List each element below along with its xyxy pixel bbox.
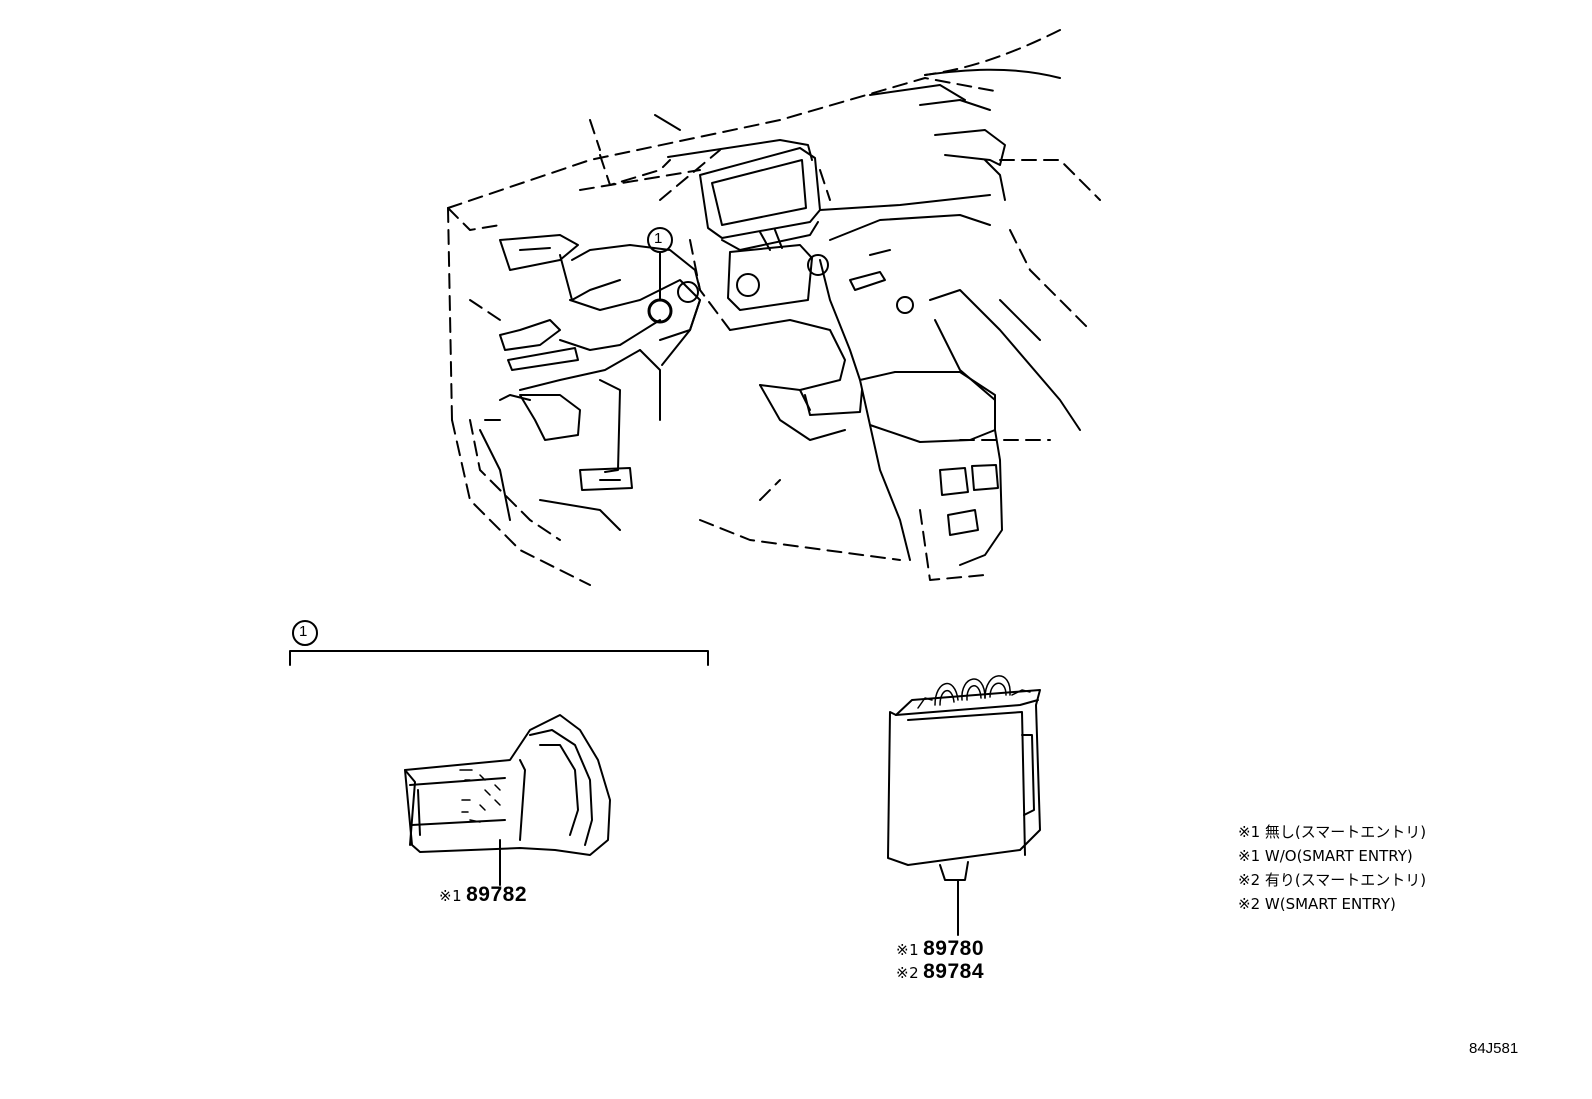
legend-line: ※1 W/O(SMART ENTRY): [1238, 847, 1413, 865]
part-number: 89784: [923, 960, 985, 983]
part-mark: ※2: [896, 964, 920, 982]
callout-number-bracket: 1: [299, 623, 308, 640]
callout-bracket: [289, 620, 709, 666]
callout-number-dashboard: 1: [654, 230, 663, 247]
diagram-reference: 84J581: [1469, 1040, 1519, 1057]
part-89782-illustration: [404, 714, 611, 886]
part-number: 89780: [923, 937, 985, 960]
legend-line: ※2 W(SMART ENTRY): [1238, 895, 1396, 913]
legend-line: ※1 無し(スマートエントリ): [1238, 823, 1427, 841]
part-mark: ※1: [439, 887, 463, 905]
legend-line: ※2 有り(スマートエントリ): [1238, 871, 1427, 889]
dashboard-illustration: [447, 29, 1101, 586]
part-number: 89782: [466, 883, 528, 906]
part-mark: ※1: [896, 941, 920, 959]
part-89780-illustration: [887, 675, 1041, 936]
legend: ※1 無し(スマートエントリ) ※1 W/O(SMART ENTRY) ※2 有…: [1238, 820, 1426, 916]
